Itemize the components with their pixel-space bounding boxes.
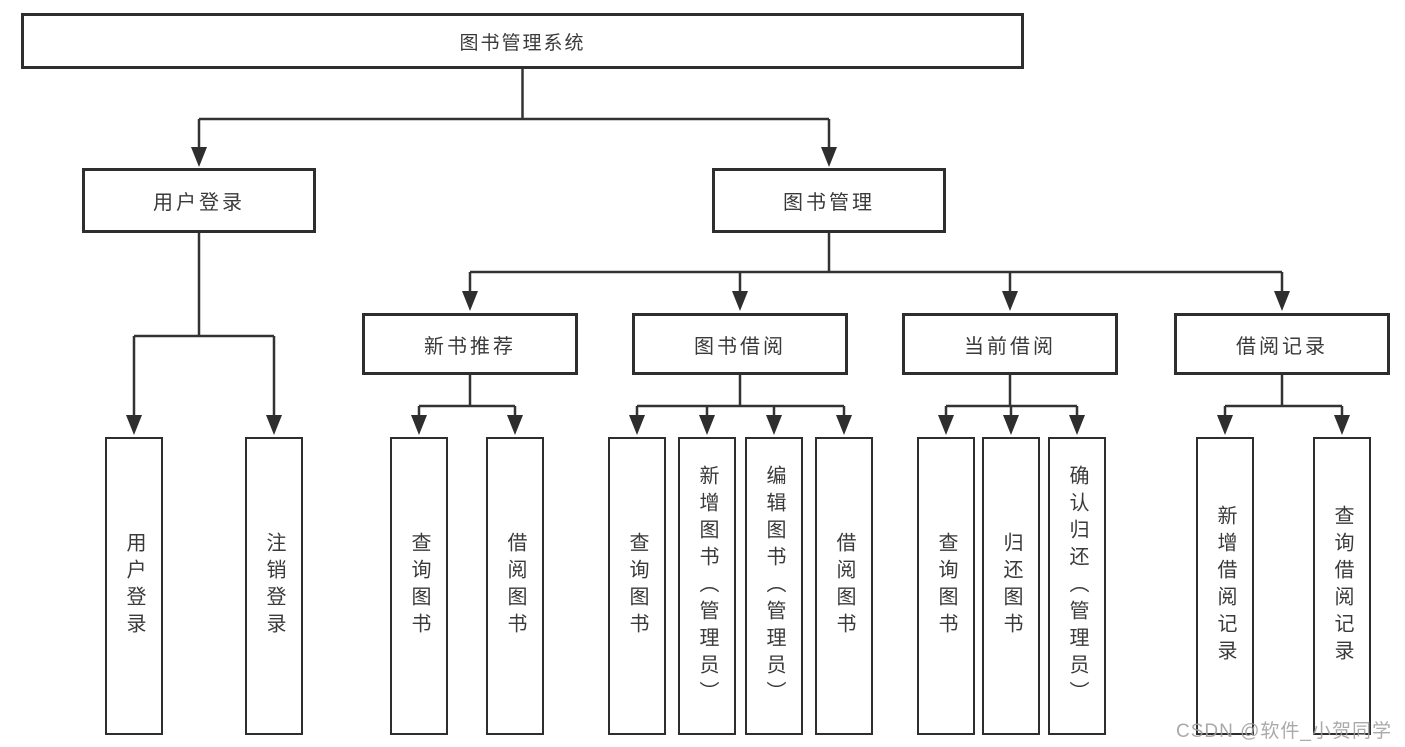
node-book-borrowing: 图书借阅 bbox=[632, 313, 848, 375]
arrowhead bbox=[699, 415, 715, 435]
arrowhead bbox=[732, 291, 748, 311]
arrowhead bbox=[836, 415, 852, 435]
node-current-borrowing: 当前借阅 bbox=[902, 313, 1118, 375]
leaf-query-book-recommend: 查询图书 bbox=[390, 437, 448, 735]
arrowhead bbox=[191, 147, 207, 167]
arrowhead bbox=[462, 291, 478, 311]
leaf-borrow-book: 借阅图书 bbox=[815, 437, 873, 735]
arrowhead bbox=[1274, 291, 1290, 311]
leaf-confirm-return-admin: 确认归还（管理员） bbox=[1048, 437, 1106, 735]
leaf-return-book: 归还图书 bbox=[982, 437, 1040, 735]
arrowhead bbox=[821, 147, 837, 167]
connector-new-book-children bbox=[417, 375, 517, 418]
arrowhead bbox=[1334, 415, 1350, 435]
arrowhead bbox=[411, 415, 427, 435]
leaf-user-login: 用户登录 bbox=[105, 437, 163, 735]
node-root: 图书管理系统 bbox=[21, 13, 1024, 69]
watermark-text: CSDN @软件_小贺同学 bbox=[1176, 721, 1392, 742]
node-new-book-recommend: 新书推荐 bbox=[362, 313, 578, 375]
connector-book-borrow-children bbox=[635, 375, 846, 418]
leaf-query-book-current: 查询图书 bbox=[917, 437, 975, 735]
connector-borrow-record-children bbox=[1223, 375, 1344, 418]
leaf-add-book-admin: 新增图书（管理员） bbox=[678, 437, 736, 735]
connector-book-mgmt-children bbox=[468, 233, 1284, 294]
connector-root-to-level2 bbox=[197, 69, 831, 150]
arrowhead bbox=[938, 415, 954, 435]
arrowhead bbox=[507, 415, 523, 435]
arrowhead bbox=[1217, 415, 1233, 435]
arrowhead bbox=[629, 415, 645, 435]
node-user-login-branch: 用户登录 bbox=[82, 168, 316, 233]
arrowhead bbox=[766, 415, 782, 435]
arrowhead bbox=[266, 415, 282, 435]
arrowhead bbox=[126, 415, 142, 435]
arrowhead bbox=[1003, 415, 1019, 435]
leaf-logout: 注销登录 bbox=[245, 437, 303, 735]
connector-current-borrow-children bbox=[944, 375, 1079, 418]
arrowhead bbox=[1069, 415, 1085, 435]
leaf-query-book-borrow: 查询图书 bbox=[608, 437, 666, 735]
node-book-management: 图书管理 bbox=[712, 168, 946, 233]
leaf-borrow-book-recommend: 借阅图书 bbox=[486, 437, 544, 735]
node-borrowing-records: 借阅记录 bbox=[1174, 313, 1390, 375]
leaf-add-borrow-record: 新增借阅记录 bbox=[1196, 437, 1254, 735]
leaf-edit-book-admin: 编辑图书（管理员） bbox=[745, 437, 803, 735]
connector-user-login-children bbox=[132, 233, 276, 418]
leaf-query-borrow-record: 查询借阅记录 bbox=[1313, 437, 1371, 735]
arrowhead bbox=[1002, 291, 1018, 311]
